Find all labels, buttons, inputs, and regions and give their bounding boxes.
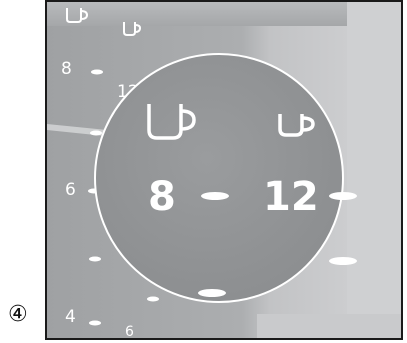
bg-mark bbox=[147, 296, 159, 302]
bg-label-4: 4 bbox=[65, 307, 76, 327]
bg-large-cup-icon bbox=[66, 8, 89, 23]
level-mark-bottom bbox=[198, 289, 226, 297]
level-mark-small bbox=[329, 192, 357, 200]
level-mark-large bbox=[201, 192, 229, 200]
bg-label-6b: 6 bbox=[125, 324, 134, 338]
small-cup-icon bbox=[278, 114, 315, 137]
appliance-photo: 8 12 6 4 6 8 12 bbox=[45, 0, 403, 340]
large-cup-icon bbox=[147, 104, 196, 140]
appliance-scale-illustration: 8 12 6 4 6 8 12 bbox=[47, 2, 401, 338]
bg-small-cup-icon bbox=[123, 22, 142, 36]
bg-mark bbox=[89, 256, 101, 262]
panel-right-strip bbox=[347, 2, 401, 338]
bg-mark bbox=[89, 320, 101, 326]
small-cup-value: 12 bbox=[263, 174, 319, 220]
bg-label-8: 8 bbox=[61, 59, 72, 79]
panel-top-band bbox=[47, 2, 401, 26]
bg-label-6: 6 bbox=[65, 180, 76, 200]
step-number: ④ bbox=[8, 302, 28, 327]
bg-mark bbox=[90, 130, 102, 136]
panel-right-strip-bottom bbox=[257, 314, 401, 338]
level-mark-lower-right bbox=[329, 257, 357, 265]
bg-mark bbox=[91, 69, 103, 75]
large-cup-value: 8 bbox=[148, 174, 176, 220]
